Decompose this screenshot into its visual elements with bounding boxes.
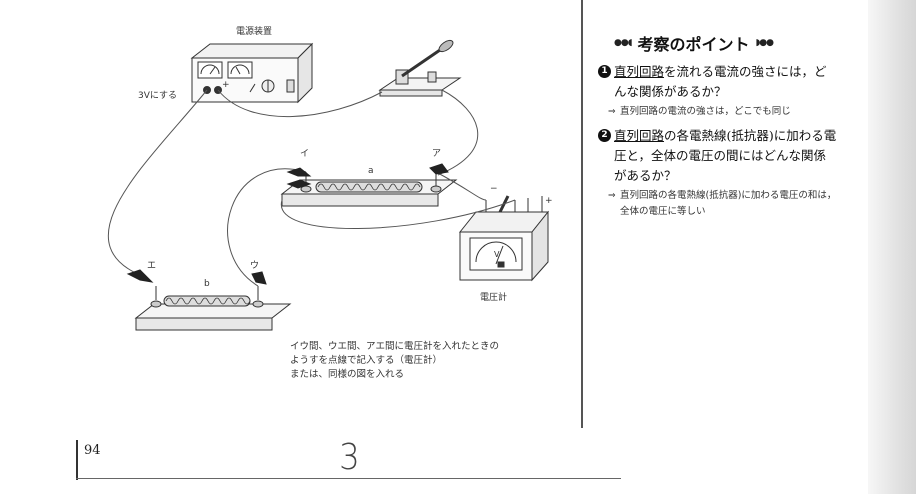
point-1-answer-text: 直列回路の電流の強さは，どこでも同じ: [620, 106, 791, 117]
caption-line-3: または、同様の図を入れる: [290, 369, 405, 380]
resistor-b-board: [134, 286, 292, 331]
voltmeter: [458, 195, 550, 282]
terminal-a-label: ア: [432, 149, 442, 159]
arrow-right-icon: ⇒: [608, 191, 616, 201]
arrow-right-icon: ⇒: [608, 107, 616, 117]
caption-line-2: ようすを点線で記入する（電圧計）: [290, 355, 443, 366]
point-1-answer: ⇒ 直列回路の電流の強さは，どこでも同じ: [598, 104, 838, 120]
point-2-text: の各電熱線(抵抗器)に加わる電圧と，全体の電圧の間にはどんな関係があるか？: [614, 128, 837, 183]
point-1-underlined: 直列回路: [614, 64, 665, 79]
wires: [107, 89, 516, 287]
panel-title-text: 考察のポイント: [637, 35, 750, 54]
plus-terminal-meter-label: +: [545, 196, 553, 206]
point-item-1: 1 直列回路を流れる電流の強さには，どんな関係があるか？: [598, 62, 838, 102]
page-edge-shadow: [868, 0, 916, 494]
page-number-bar: [76, 440, 78, 480]
terminal-u-label: ウ: [250, 261, 260, 271]
plus-terminal-label: +: [222, 80, 230, 90]
voltmeter-label: 電圧計: [480, 293, 508, 303]
resistor-b-label: b: [204, 279, 210, 289]
caption-line-1: イウ間、ウエ間、アエ間に電圧計を入れたときの: [290, 341, 500, 352]
point-number-2: 2: [598, 129, 611, 142]
voltage-note: 3Vにする: [138, 91, 177, 101]
point-number-1: 1: [598, 65, 611, 78]
terminal-e-label: エ: [147, 261, 157, 271]
power-supply-label: 電源装置: [236, 27, 273, 37]
left-ornament-icon: ●●◖: [614, 38, 632, 48]
resistor-a-board: [280, 172, 458, 207]
right-ornament-icon: ◗●●: [755, 38, 773, 48]
meter-unit-label: V: [494, 250, 500, 259]
minus-terminal-label: −: [490, 184, 498, 194]
terminal-i-label: イ: [300, 149, 310, 159]
point-2-answer: ⇒ 直列回路の各電熱線(抵抗器)に加わる電圧の和は，全体の電圧に等しい: [598, 188, 838, 220]
point-item-2: 2 直列回路の各電熱線(抵抗器)に加わる電圧と，全体の電圧の間にはどんな関係があ…: [598, 126, 838, 186]
resistor-a-label: a: [368, 166, 374, 176]
footer-rule: [76, 478, 621, 479]
power-supply: [190, 42, 314, 104]
knife-switch: [378, 39, 462, 97]
consideration-points-panel: ●●◖ 考察のポイント ◗●● 1 直列回路を流れる電流の強さには，どんな関係が…: [598, 30, 838, 220]
diagram-caption: イウ間、ウエ間、アエ間に電圧計を入れたときの ようすを点線で記入する（電圧計） …: [290, 340, 570, 382]
point-1-text: を流れる電流の強さには，どんな関係があるか？: [614, 64, 827, 99]
alligator-clips: [126, 163, 449, 285]
page-number: 94: [84, 443, 101, 458]
handwritten-mark: 3: [339, 437, 360, 478]
circuit-diagram: [107, 39, 550, 331]
point-2-answer-text: 直列回路の各電熱線(抵抗器)に加わる電圧の和は，全体の電圧に等しい: [620, 190, 837, 217]
point-2-underlined: 直列回路: [614, 128, 665, 143]
panel-title: ●●◖ 考察のポイント ◗●●: [614, 30, 838, 56]
column-divider: [581, 0, 583, 428]
